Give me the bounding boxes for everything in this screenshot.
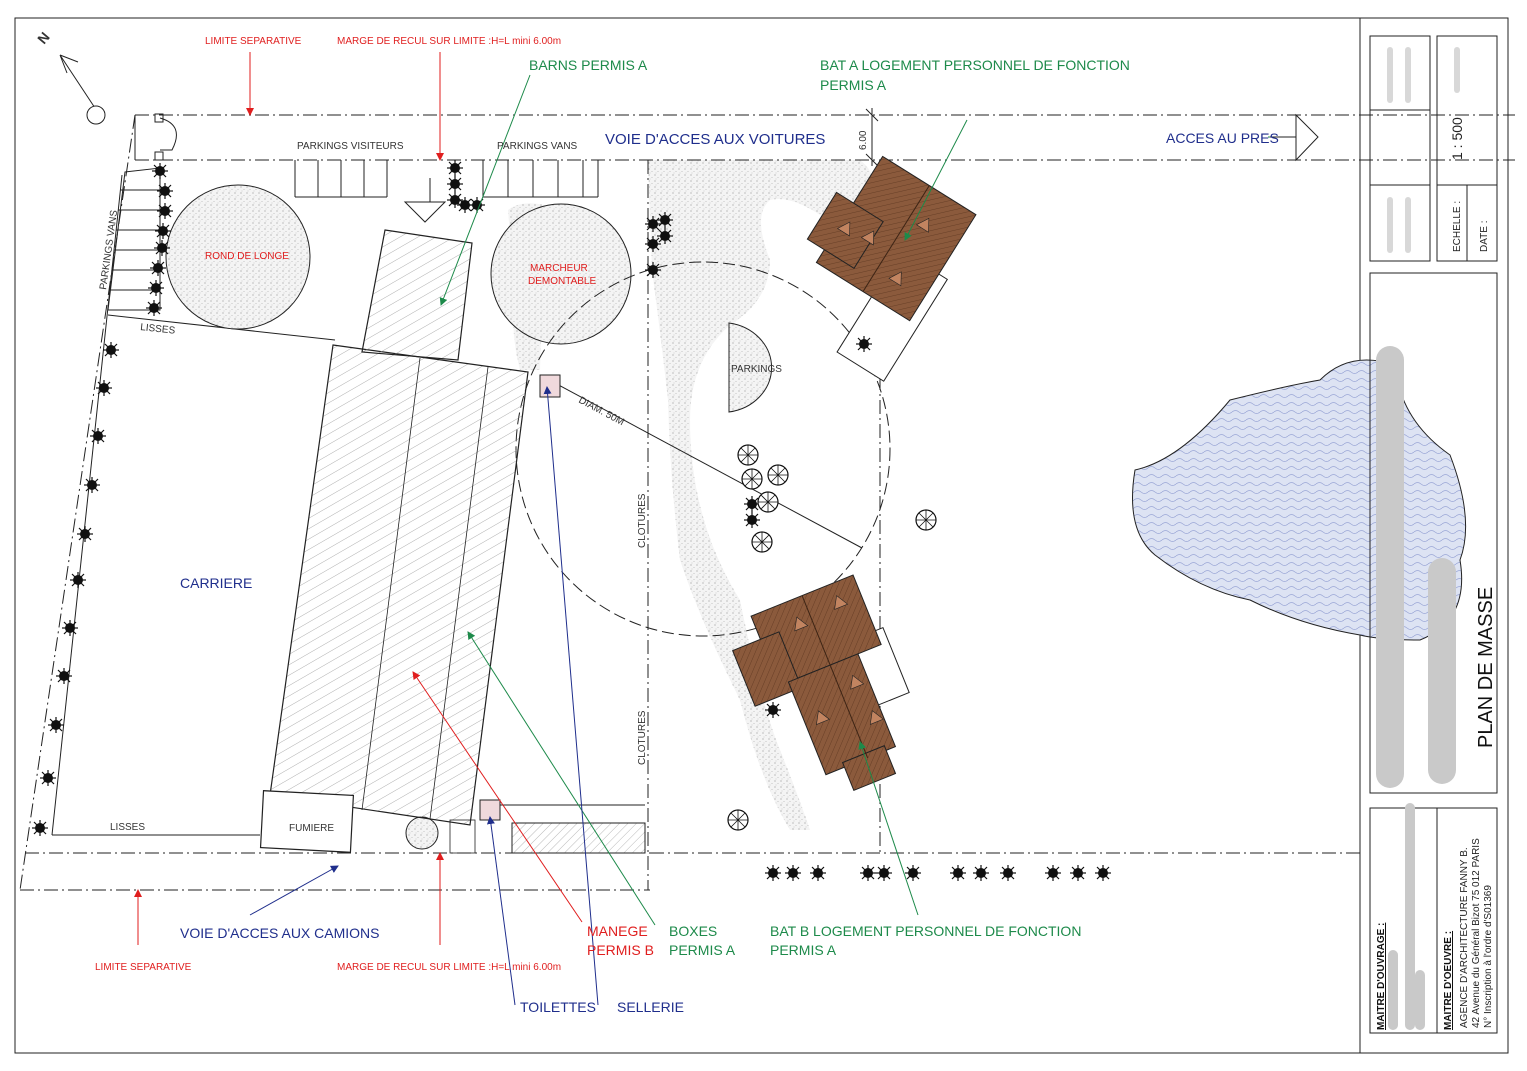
access-strip <box>449 819 476 854</box>
voie-camions-label: VOIE D'ACCES AUX CAMIONS <box>180 925 380 941</box>
gravel-path <box>648 160 874 830</box>
manege-label-1: MANEGE <box>587 923 648 939</box>
limite-separative-bottom: LIMITE SEPARATIVE <box>95 962 192 973</box>
bat-b-building <box>731 574 910 792</box>
manege-ridge-lines <box>361 357 489 820</box>
title-block-placeholders <box>1387 47 1460 253</box>
fumiere-label: FUMIERE <box>289 823 334 834</box>
acces-pres-label: ACCES AU PRES <box>1166 130 1279 146</box>
voie-voitures-label: VOIE D'ACCES AUX VOITURES <box>605 131 825 148</box>
barns-building <box>361 229 473 361</box>
parkings-label: PARKINGS <box>731 364 782 375</box>
north-label: N <box>34 29 53 47</box>
limite-separative-top: LIMITE SEPARATIVE <box>205 36 302 47</box>
bat-a-label-2: PERMIS A <box>820 77 887 93</box>
toilettes-label: TOILETTES <box>520 999 596 1015</box>
parkings-vans-top-label: PARKINGS VANS <box>497 141 578 152</box>
boxes-block <box>511 822 646 854</box>
van-parking-stalls <box>482 160 599 198</box>
gate-symbol <box>154 113 177 161</box>
entry-arrow <box>403 178 447 223</box>
plan-title: PLAN DE MASSE <box>1475 587 1497 748</box>
marcheur-circle <box>490 203 632 345</box>
agence-line-1: AGENCE D'ARCHITECTURE FANNY B. <box>1459 847 1470 1028</box>
lisses-top-label: LISSES <box>140 322 176 337</box>
leader-lines <box>134 52 1270 1006</box>
diam-line <box>539 374 863 549</box>
pond <box>1132 359 1467 641</box>
sheet-border <box>14 17 1509 1054</box>
parkings-visiteurs-label: PARKINGS VISITEURS <box>297 141 404 152</box>
maitre-ouvrage-placeholders <box>1388 803 1425 1030</box>
dimension-600-label: 6.00 <box>858 130 869 150</box>
agence-line-2: 42 Avenue du Général Bizot 75 012 PARIS <box>1471 838 1482 1028</box>
sellerie-block <box>539 374 561 398</box>
path-strip-1 <box>1376 346 1404 788</box>
agence-line-3: N° Inscription à l'ordre d'S01369 <box>1483 885 1494 1028</box>
small-round <box>405 816 439 850</box>
marcheur-label-2: DEMONTABLE <box>528 276 596 287</box>
manege-building <box>269 344 529 826</box>
lisses-bottom-label: LISSES <box>110 822 145 833</box>
bat-a-label-1: BAT A LOGEMENT PERSONNEL DE FONCTION <box>820 57 1130 73</box>
boxes-label-2: PERMIS A <box>669 942 736 958</box>
acces-pres-arrow <box>1270 113 1319 162</box>
rond-de-longe-label: ROND DE LONGE <box>205 251 289 262</box>
north-arrow <box>59 54 106 125</box>
manege-label-2: PERMIS B <box>587 942 654 958</box>
marge-recul-bottom: MARGE DE RECUL SUR LIMITE :H=L mini 6.00… <box>337 962 561 973</box>
echelle-value: 1 : 500 <box>1449 117 1465 160</box>
maitre-ouvrage-label: MAITRE D'OUVRAGE : <box>1376 923 1387 1030</box>
boxes-label-1: BOXES <box>669 923 717 939</box>
maitre-oeuvre-label: MAITRE D'OEUVRE : <box>1443 931 1454 1030</box>
marcheur-label-1: MARCHEUR <box>530 263 588 274</box>
path-strip-2 <box>1428 558 1456 784</box>
clotures-label-2: CLOTURES <box>637 710 648 765</box>
dimension-600 <box>865 108 879 167</box>
echelle-label: ECHELLE : <box>1452 201 1463 252</box>
title-block <box>1369 35 1498 1034</box>
marge-recul-top: MARGE DE RECUL SUR LIMITE :H=L mini 6.00… <box>337 36 561 47</box>
bat-b-label-1: BAT B LOGEMENT PERSONNEL DE FONCTION <box>770 923 1081 939</box>
carriere-label: CARRIERE <box>180 575 252 591</box>
fumiere-box <box>259 790 355 853</box>
bat-b-label-2: PERMIS A <box>770 942 837 958</box>
rond-de-longe-circle <box>165 184 311 330</box>
diam-label: DIAM. 50M <box>577 395 626 428</box>
parkings-semicircle <box>728 322 772 413</box>
date-label: DATE : <box>1479 221 1490 252</box>
sellerie-label: SELLERIE <box>617 999 684 1015</box>
visitor-parking-stalls <box>294 160 388 198</box>
barns-label: BARNS PERMIS A <box>529 57 648 73</box>
clotures-label-1: CLOTURES <box>637 493 648 548</box>
